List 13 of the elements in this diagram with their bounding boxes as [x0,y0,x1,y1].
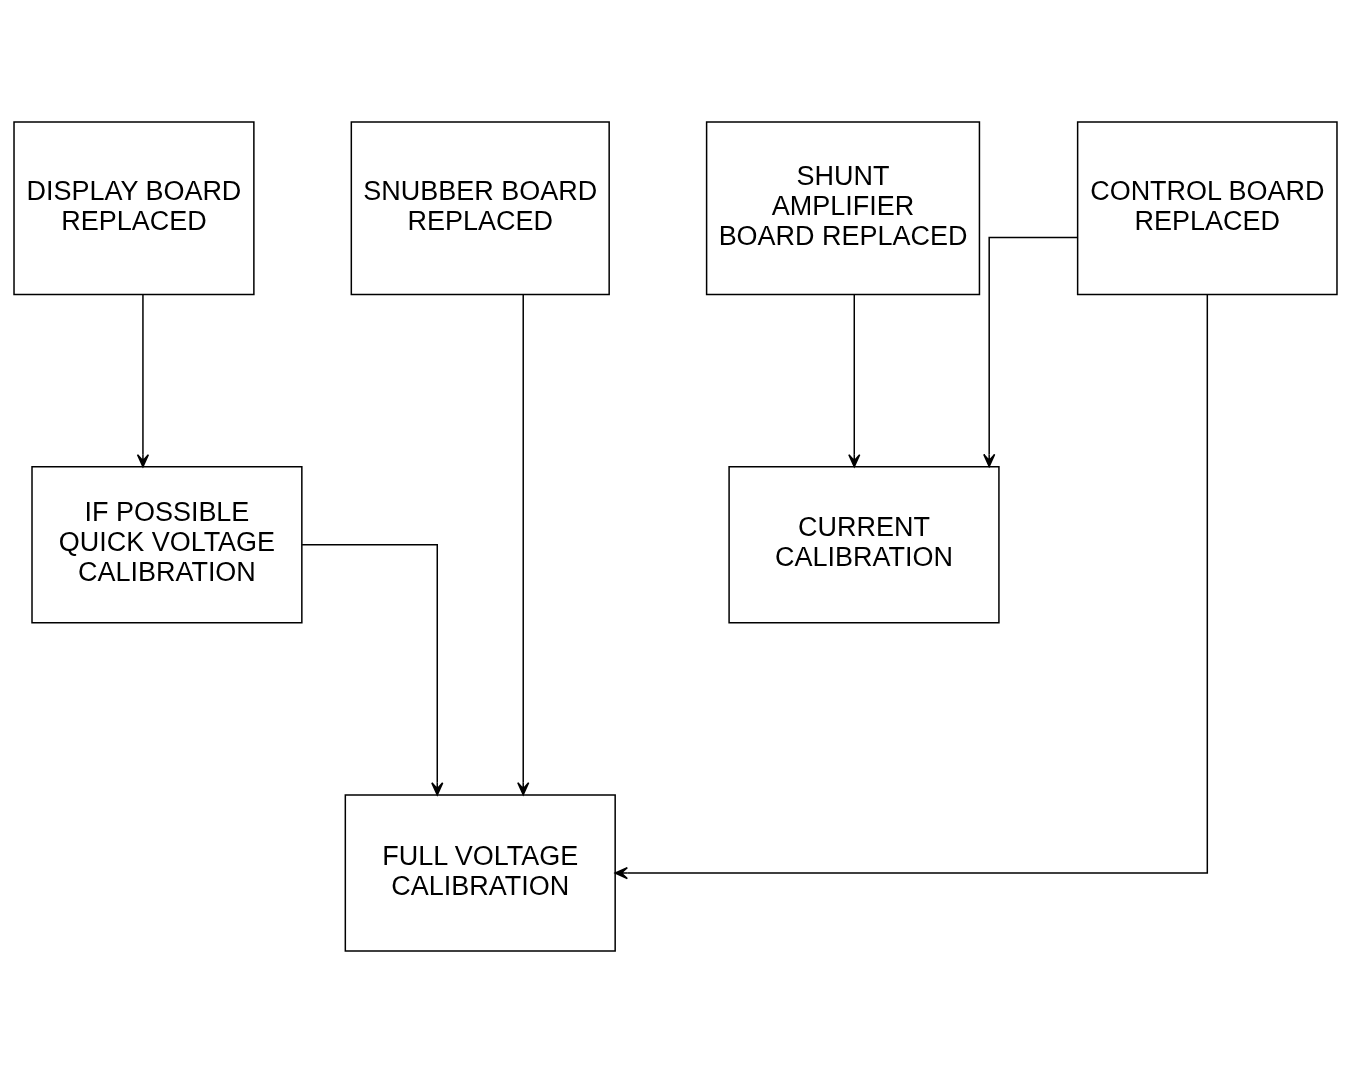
node-box: DISPLAY BOARD REPLACED [13,121,255,296]
node-box: IF POSSIBLE QUICK VOLTAGE CALIBRATION [31,466,303,624]
node-box: SNUBBER BOARD REPLACED [350,121,610,296]
arrow [614,293,1209,880]
arrow [301,544,444,796]
arrow [136,293,150,468]
node-box: SHUNT AMPLIFIER BOARD REPLACED [705,121,981,296]
node-box: CONTROL BOARD REPLACED [1076,121,1338,296]
node-box: CURRENT CALIBRATION [728,466,1000,624]
arrow [517,293,530,796]
node-box: FULL VOLTAGE CALIBRATION [344,794,616,952]
arrow [848,293,861,468]
arrow [983,236,1079,468]
